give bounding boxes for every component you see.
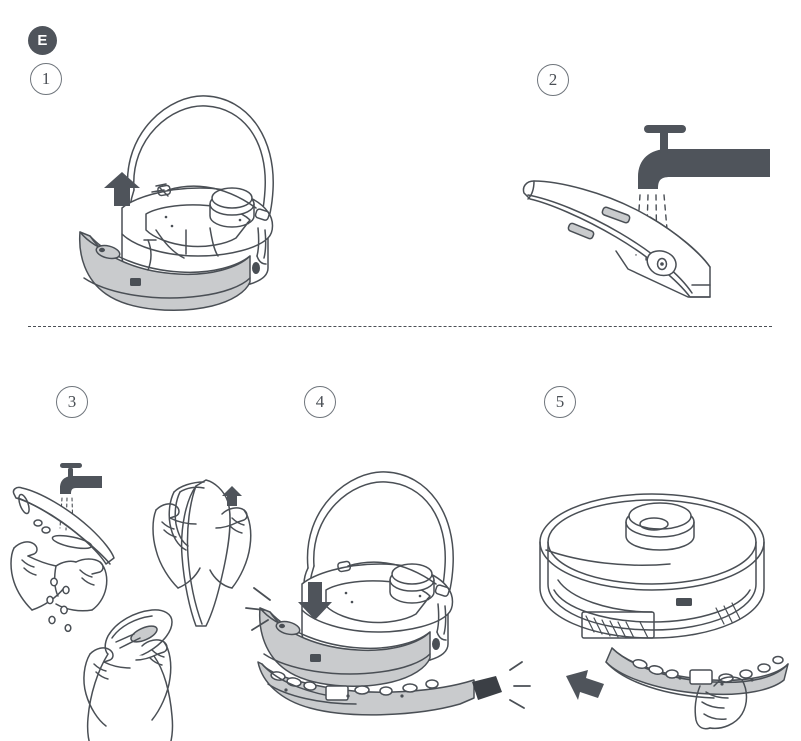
faucet-small-icon [60,463,102,494]
step-3a-rinse-shake [10,463,115,633]
arrow-up-icon [104,172,140,206]
mop-plate-icon [257,661,475,716]
robot-lid-open-icon [301,471,454,668]
water-droplets-icon [46,577,72,633]
step-badge-2-label: 2 [548,70,558,89]
step-badge-4: 4 [304,386,336,418]
step-1-illustration [60,80,310,311]
robot-closed-icon [539,493,765,639]
step-badge-4-label: 4 [315,392,325,411]
faucet-icon [638,125,770,189]
click-spark-left-icon [245,587,271,631]
step-badge-1: 1 [30,63,62,95]
arrow-right-icon [566,670,604,700]
section-badge-e: E [28,26,57,55]
step-3c-dry-with-cloth [83,609,174,741]
step-badge-5-label: 5 [555,392,565,411]
arrow-down-icon [298,582,332,620]
step-5-illustration [530,440,800,730]
step-badge-1-label: 1 [41,69,51,88]
mop-plate-slide-icon [605,647,789,730]
step-4-illustration [245,460,531,716]
dustbin-icon [522,180,711,298]
step-3b-wipe-vertical [152,479,252,627]
section-divider [28,326,772,328]
vent-grille-icon [581,602,741,639]
step-2-illustration [520,115,770,298]
step-badge-2: 2 [537,64,569,96]
robot-lid-open-icon [78,95,274,311]
step-3-illustration [10,460,270,741]
step-badge-3-label: 3 [67,392,77,411]
dustbin-insert-icon [258,607,431,687]
click-spark-right-icon [472,661,531,709]
section-badge-label: E [37,32,48,49]
step-badge-3: 3 [56,386,88,418]
step-badge-5: 5 [544,386,576,418]
arrow-up-small-icon [222,486,242,506]
